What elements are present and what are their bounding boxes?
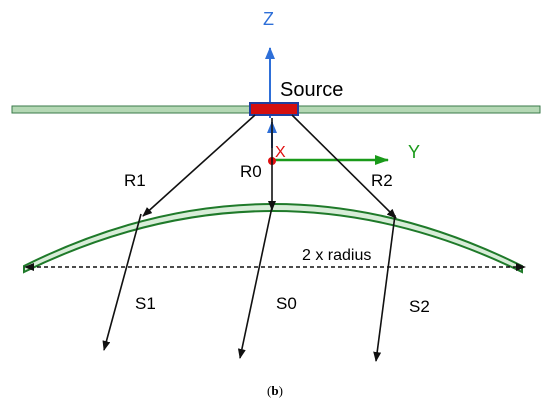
caption-open: ( (267, 383, 272, 398)
ray-r2 (291, 114, 397, 219)
diameter-arrow-left (24, 263, 34, 271)
figure-caption: (b) (0, 383, 550, 399)
ray-s1 (102, 213, 142, 351)
label-r0: R0 (240, 162, 262, 181)
label-r2: R2 (371, 171, 393, 190)
ray-s2 (373, 214, 396, 362)
curved-lens (23, 203, 523, 274)
label-s0: S0 (276, 294, 297, 313)
diameter-arrow-right (516, 263, 526, 271)
label-s2: S2 (409, 297, 430, 316)
label-r1: R1 (124, 171, 146, 190)
label-s1: S1 (135, 294, 156, 313)
caption-letter: b (271, 383, 279, 398)
source-label: Source (280, 79, 343, 101)
ray-s0 (237, 206, 273, 359)
ray-r1 (142, 114, 256, 217)
source-block (249, 102, 299, 116)
y-axis-label: Y (408, 142, 420, 162)
z-axis-label: Z (263, 9, 274, 29)
caption-close: ) (278, 383, 283, 398)
x-axis-label: X (275, 144, 286, 161)
diameter-label: 2 x radius (302, 247, 371, 264)
